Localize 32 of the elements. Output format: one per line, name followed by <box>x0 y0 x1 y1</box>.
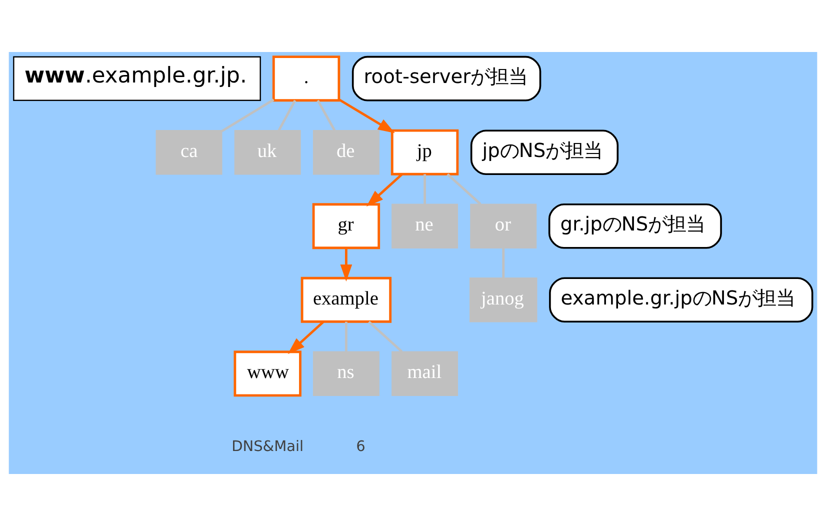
connector <box>278 99 296 130</box>
node-box: ca <box>156 130 222 174</box>
connector <box>344 321 348 352</box>
node-box: example <box>300 276 392 322</box>
connector <box>424 174 426 204</box>
arrow <box>288 320 324 354</box>
node-box: www.example.gr.jp. <box>13 56 261 100</box>
node-box: jpのNSが担当 <box>470 129 619 175</box>
node-box: uk <box>234 130 301 174</box>
node-box: example.gr.jpのNSが担当 <box>549 276 814 322</box>
node-box: ne <box>392 203 458 248</box>
connector <box>316 99 336 130</box>
arrow <box>366 172 403 206</box>
connector <box>221 98 274 132</box>
node-box: de <box>312 130 380 174</box>
connector <box>446 172 482 204</box>
label: DNS&Mail <box>232 438 304 455</box>
node-box: gr.jpのNSが担当 <box>548 202 722 248</box>
label: 6 <box>356 438 366 455</box>
node-box: mail <box>392 350 458 396</box>
node-box: www <box>234 350 302 396</box>
node-box: jp <box>390 128 459 175</box>
connector <box>502 247 505 278</box>
node-box: ns <box>312 350 380 396</box>
node-box: gr <box>312 202 380 249</box>
arrow <box>338 98 395 133</box>
node-box: or <box>470 203 537 248</box>
connector <box>368 320 403 352</box>
node-box: . <box>272 55 340 102</box>
node-box: janog <box>470 277 538 322</box>
node-box: root-serverが担当 <box>352 55 542 101</box>
arrow <box>340 247 352 281</box>
